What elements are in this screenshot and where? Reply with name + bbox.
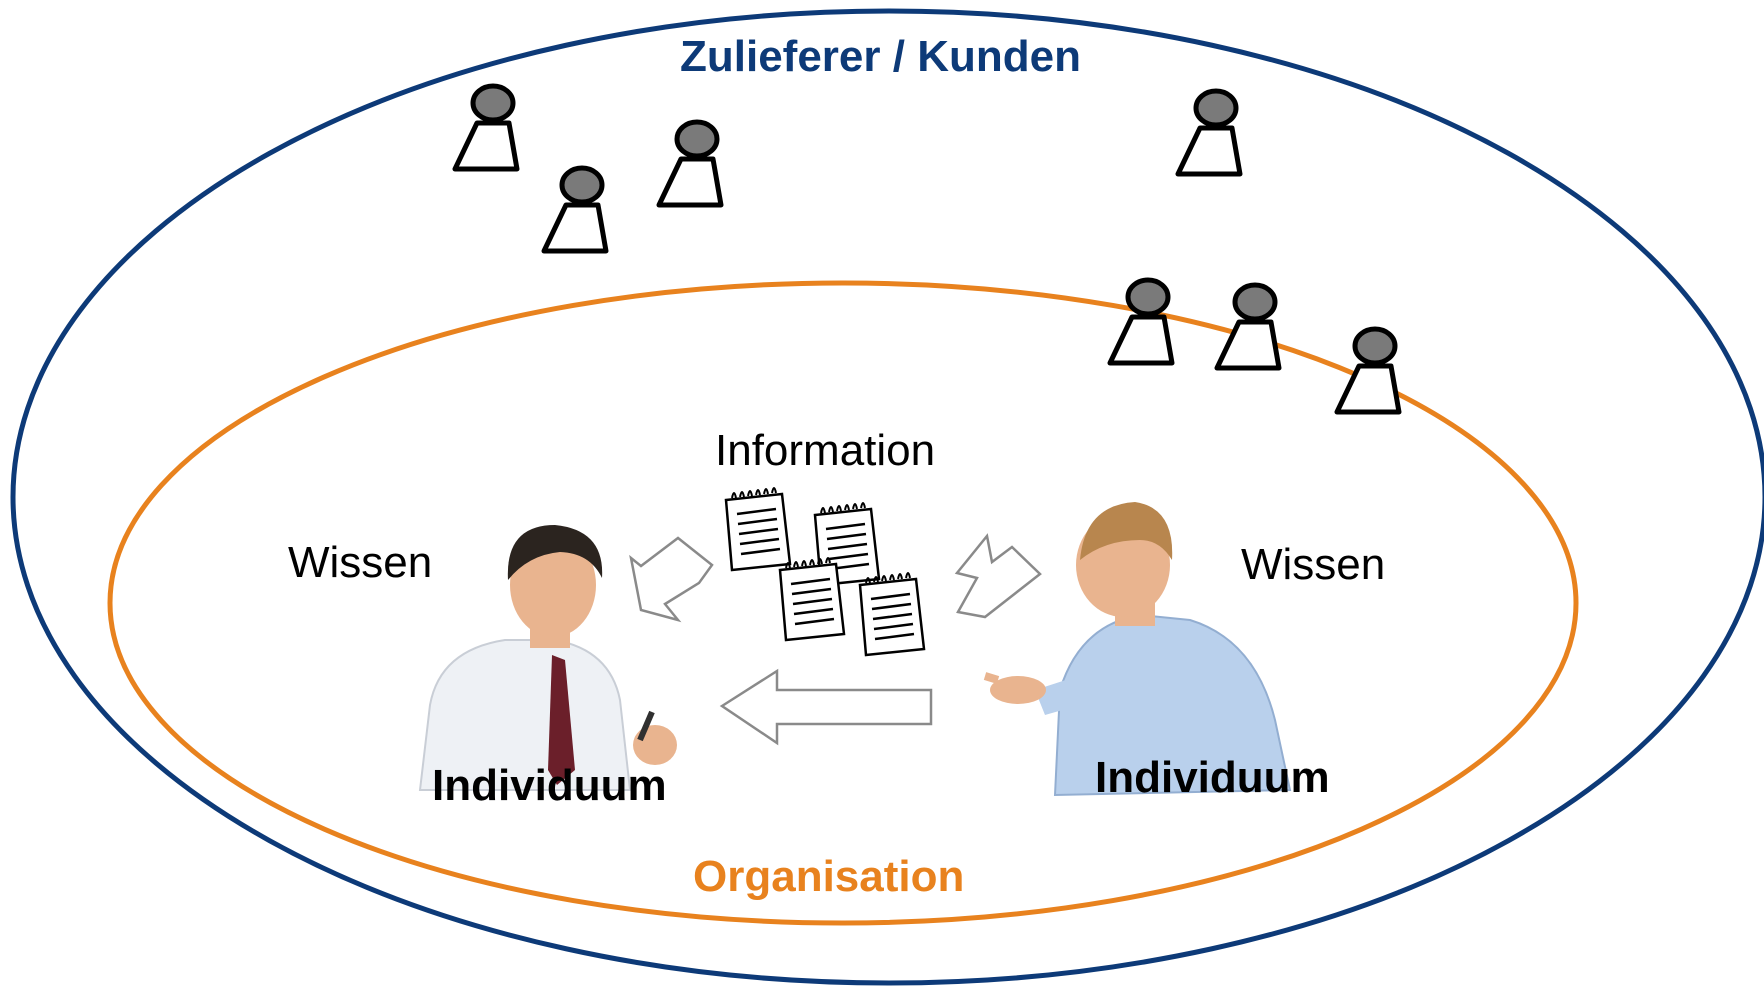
individual-label-left: Individuum [432, 761, 667, 810]
pawn-icon [1178, 91, 1240, 174]
document-icon [724, 486, 792, 572]
outer-ellipse [10, 8, 1764, 986]
person-right-illustration [983, 502, 1292, 797]
document-icon [778, 556, 846, 642]
inner-ellipse [107, 280, 1579, 926]
outer-region-label: Zulieferer / Kunden [680, 32, 1081, 81]
arrow-icon [719, 668, 933, 746]
pawn-icon [544, 168, 606, 251]
inner-region-label: Organisation [693, 852, 965, 901]
document-icon [858, 571, 926, 657]
pawn-icon [1110, 280, 1172, 363]
arrow-icon [629, 536, 714, 623]
arrow-icon [954, 533, 1042, 619]
person-left-illustration [418, 525, 677, 791]
pawn-icon [1217, 285, 1279, 368]
knowledge-label-left: Wissen [288, 538, 433, 587]
information-label: Information [715, 426, 936, 475]
pawn-icon [659, 122, 721, 205]
knowledge-label-right: Wissen [1241, 540, 1386, 589]
individual-label-right: Individuum [1095, 753, 1330, 802]
pawn-icon [455, 86, 517, 169]
